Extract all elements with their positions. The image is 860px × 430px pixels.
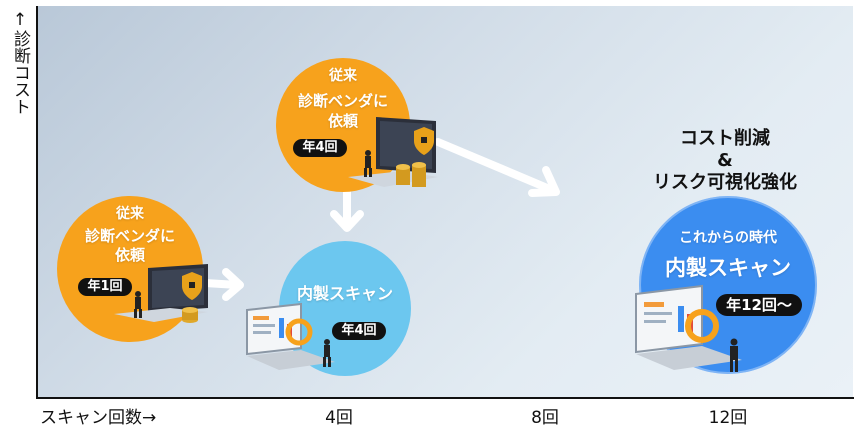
bubble-traditional-4-line2: 依頼 [327, 112, 358, 130]
businessman-icon [730, 338, 738, 372]
bubble-traditional-4-line1: 診断ベンダに [297, 92, 388, 110]
bubble-traditional-1-line2: 依頼 [114, 246, 145, 264]
arrow-right-small-head [222, 268, 244, 301]
arrow-diagonal-head [528, 166, 560, 197]
bubble-inhouse-4-title: 内製スキャン [296, 284, 393, 303]
laptop-vendor-icon [114, 264, 208, 323]
x-tick-4: 4回 [325, 408, 353, 428]
bubble-traditional-1-tag: 従来 [116, 206, 144, 222]
laptop-vendor-icon [348, 117, 438, 187]
businessman-icon [134, 291, 142, 318]
magnifier-icon [685, 309, 719, 343]
bubble-future-title: 内製スキャン [665, 256, 791, 280]
x-tick-12: 12回 [708, 408, 748, 428]
bubble-traditional-1-line1: 診断ベンダに [84, 227, 175, 245]
bubble-future-freq: 年12回〜 [716, 294, 802, 316]
x-axis-label: スキャン回数→ [40, 408, 157, 428]
arrow-right-small [201, 279, 242, 289]
headline-line3: リスク可視化強化 [653, 172, 797, 193]
laptop-scan-icon [635, 284, 742, 372]
bubble-future-subtitle: これからの時代 [679, 230, 777, 246]
businessman-icon [323, 339, 331, 367]
businessman-icon [364, 150, 372, 177]
bubble-traditional-1-freq: 年1回 [78, 278, 132, 296]
arrow-down-head [330, 210, 364, 232]
x-axis [36, 397, 854, 399]
bubble-traditional-4-freq: 年4回 [293, 139, 347, 157]
coin-stack-icon [396, 162, 426, 187]
headline: コスト削減 & リスク可視化強化 [630, 128, 820, 194]
headline-line1: コスト削減 [680, 128, 770, 149]
coin-stack-icon [182, 307, 198, 323]
x-tick-8: 8回 [531, 408, 559, 428]
bubble-inhouse-4-freq: 年4回 [332, 322, 386, 340]
y-axis [36, 6, 38, 399]
bubble-traditional-4-tag: 従来 [329, 68, 357, 84]
y-axis-label: ↑診断コスト [10, 10, 30, 115]
laptop-scan-icon [246, 302, 335, 370]
headline-line2: & [717, 150, 733, 171]
magnifier-icon [285, 318, 313, 346]
arrow-diagonal [434, 138, 556, 194]
